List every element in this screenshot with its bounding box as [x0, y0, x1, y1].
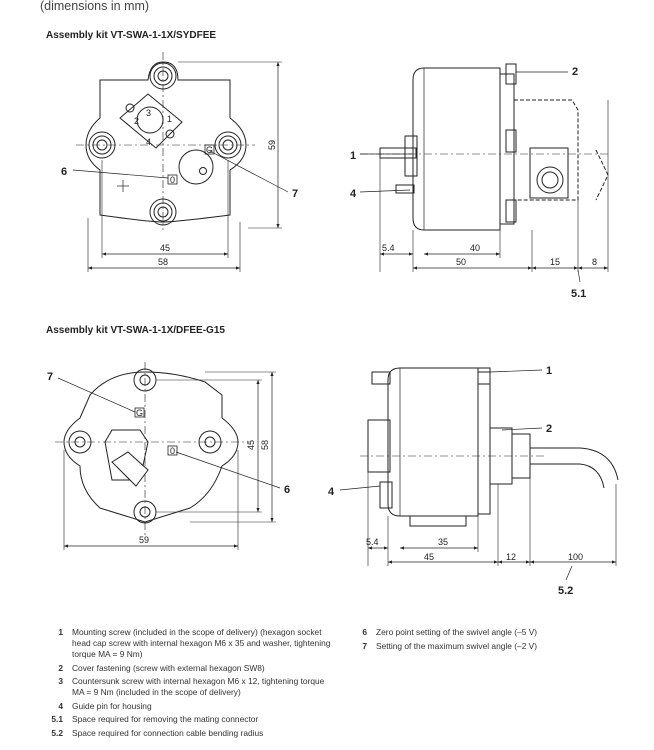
front-view-1-labels: 45 58 59 6 7 1 2 3 4 0 G	[61, 108, 298, 267]
s2-dim-100: 100	[568, 552, 583, 562]
s2-callout-4: 4	[328, 486, 335, 498]
s1-dim-40: 40	[470, 243, 480, 253]
screw2-left	[68, 430, 92, 454]
legend-key: 6	[362, 627, 367, 637]
guide-pin-2	[379, 481, 393, 509]
f2-callout-6: 6	[284, 484, 290, 496]
f1-mark-2: 2	[134, 116, 139, 126]
side-view-1	[359, 63, 610, 283]
s2-callout-5-2: 5.2	[558, 585, 573, 597]
front-view-1	[72, 52, 289, 272]
section1-title: Assembly kit VT-SWA-1-1X/SYDFEE	[46, 30, 216, 41]
legend-left: 1 Mounting screw (included in the scope o…	[46, 627, 336, 742]
f1-dim-59: 59	[267, 140, 277, 150]
f1-callout-7: 7	[292, 188, 298, 200]
connector-plate	[119, 93, 183, 149]
s1-callout-1: 1	[350, 150, 356, 162]
f2-dim-59: 59	[139, 535, 149, 545]
side-flange	[499, 73, 515, 225]
pin-screw-b	[165, 129, 175, 139]
f2-dim-45: 45	[246, 440, 256, 450]
section2-title: Assembly kit VT-SWA-1-1X/DFEE-G15	[46, 325, 225, 336]
s2-dim-5-4: 5.4	[366, 537, 379, 547]
cable	[530, 447, 619, 489]
legend-text: Space required for removing the mating c…	[72, 714, 259, 725]
header-text: (dimensions in mm)	[40, 0, 150, 13]
f1-mark-4: 4	[146, 137, 151, 147]
legend-key: 5.2	[51, 727, 63, 738]
legend-text: Space required for connection cable bend…	[72, 727, 264, 738]
legend-item: 1 Mounting screw (included in the scope o…	[46, 627, 336, 660]
f1-mark-1: 1	[167, 114, 172, 124]
legend-item: 5.1 Space required for removing the matin…	[46, 714, 336, 725]
legend-text: Mounting screw (included in the scope of…	[72, 627, 331, 659]
screw-right	[214, 131, 242, 159]
s2-dim-12: 12	[506, 552, 516, 562]
legend-text: Setting of the maximum swivel angle (–2 …	[376, 640, 538, 651]
s1-dim-50: 50	[456, 257, 466, 267]
s2-dim-45: 45	[424, 552, 434, 562]
legend-right: 6 Zero point setting of the swivel angle …	[350, 627, 630, 654]
pin-screw-a	[125, 103, 135, 113]
s1-dim-15: 15	[550, 257, 560, 267]
s1-callout-4: 4	[350, 188, 357, 200]
legend-text: Cover fastening (screw with external hex…	[72, 662, 265, 673]
f2-mark-0: 0	[170, 446, 175, 456]
legend-key: 7	[362, 640, 367, 651]
knob-lever	[111, 451, 149, 487]
f1-mark-0: 0	[170, 175, 175, 185]
side-view-2-labels: 5.4 35 45 12 100 1 2 4 5.2	[328, 365, 583, 597]
front-view-2-labels: 59 45 58 7 6 G 0	[47, 371, 290, 545]
f2-callout-7: 7	[47, 371, 53, 383]
legend-item: 4 Guide pin for housing	[46, 701, 336, 712]
legend-item: 3 Countersunk screw with internal hexagon…	[46, 676, 336, 698]
adjust-knob	[178, 149, 214, 185]
screw-top	[149, 62, 177, 90]
s1-dim-5-4: 5.4	[382, 243, 395, 253]
legend-key: 3	[58, 676, 63, 687]
page-header: (dimensions in mm)	[40, 0, 149, 15]
legend-item: 2 Cover fastening (screw with external he…	[46, 663, 336, 674]
f1-mark-G: G	[206, 145, 213, 155]
legend-item: 7 Setting of the maximum swivel angle (–2…	[350, 641, 630, 652]
f1-mark-3: 3	[146, 108, 151, 118]
legend-item: 5.2 Space required for connection cable b…	[46, 728, 336, 739]
legend-text: Countersunk screw with internal hexagon …	[72, 676, 325, 698]
side-body	[412, 67, 501, 231]
legend-text: Zero point setting of the swivel angle (…	[376, 627, 538, 637]
s1-callout-5-1: 5.1	[571, 288, 586, 300]
s2-callout-2: 2	[546, 423, 552, 435]
s1-callout-2: 2	[572, 66, 578, 78]
legend-key: 2	[58, 662, 63, 673]
legend-text: Guide pin for housing	[72, 700, 152, 711]
s1-dim-8: 8	[592, 257, 597, 267]
legend-item: 6 Zero point setting of the swivel angle …	[350, 627, 630, 638]
drawing-canvas: Assembly kit VT-SWA-1-1X/SYDFEE	[46, 30, 619, 597]
f1-dim-45: 45	[160, 243, 170, 253]
s2-callout-1: 1	[546, 365, 552, 377]
s2-dim-35: 35	[438, 537, 448, 547]
screw-bottom	[149, 198, 177, 226]
f2-dim-58: 58	[260, 440, 270, 450]
guide-pin	[404, 135, 418, 177]
legend-key: 1	[58, 627, 63, 637]
cable-gland-hex	[104, 429, 149, 481]
side-view-2	[339, 367, 619, 581]
housing2-outline	[63, 371, 239, 523]
screw2-right	[198, 430, 222, 454]
f1-dim-58: 58	[158, 257, 168, 267]
f1-callout-6: 6	[61, 166, 67, 178]
connector-body	[513, 99, 579, 201]
front-view-2	[55, 362, 281, 550]
side2-body	[387, 367, 479, 517]
f2-mark-G: G	[136, 408, 143, 418]
legend-key: 4	[58, 700, 63, 711]
screw-left	[88, 131, 116, 159]
legend-key: 5.1	[51, 714, 63, 725]
side-view-1-labels: 5.4 40 50 15 8 1 2 4 5.1	[350, 66, 597, 300]
housing-outline	[85, 61, 247, 223]
